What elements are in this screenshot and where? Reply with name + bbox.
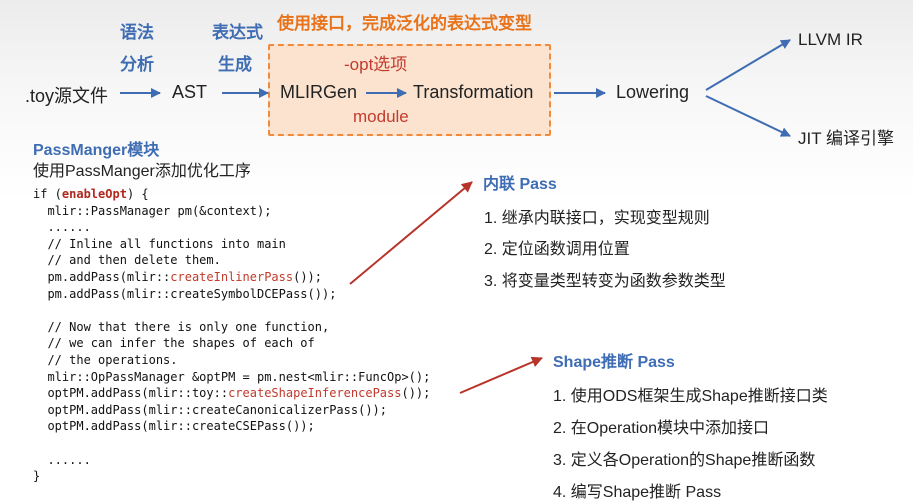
- code-line: pm.addPass(mlir::createInlinerPass());: [33, 269, 430, 286]
- code-text: // the operations.: [33, 352, 178, 367]
- code-text: mlir::OpPassManager &optPM = pm.nest<mli…: [33, 369, 431, 384]
- code-text: ......: [33, 452, 91, 467]
- code-text: // Inline all functions into main: [33, 236, 286, 251]
- code-text: // we can infer the shapes of each of: [33, 336, 315, 351]
- syntax-analysis-label-line1: 语法: [120, 23, 154, 42]
- llvm-ir-node: LLVM IR: [798, 30, 863, 49]
- shape-pass-item: 1. 使用ODS框架生成Shape推断接口类: [553, 388, 828, 405]
- code-text: ());: [401, 386, 431, 401]
- passmanager-subtitle: 使用PassManger添加优化工序: [33, 163, 251, 180]
- toy-source-file-node: .toy源文件: [25, 86, 109, 106]
- code-keyword: enableOpt: [61, 187, 127, 201]
- code-text: // and then delete them.: [33, 253, 221, 268]
- code-text: pm.addPass(mlir::: [33, 269, 171, 284]
- code-text: ());: [293, 269, 323, 284]
- code-block: if (enableOpt) { mlir::PassManager pm(&c…: [33, 186, 430, 485]
- shape-pass-title: Shape推断 Pass: [553, 354, 675, 371]
- jit-engine-node: JIT 编译引擎: [798, 129, 895, 148]
- code-text: pm.addPass(mlir::createSymbolDCEPass());: [33, 286, 337, 301]
- inline-pass-item: 1. 继承内联接口，实现变型规则: [484, 210, 710, 227]
- arrow-shape-inference-to-shape-pass: [459, 356, 543, 394]
- code-text: optPM.addPass(mlir::createCanonicalizerP…: [33, 402, 388, 417]
- code-line: if (enableOpt) {: [33, 186, 430, 203]
- ast-node: AST: [172, 82, 208, 102]
- code-highlight-function: createInlinerPass: [170, 269, 294, 284]
- inline-pass-item: 3. 将变量类型转变为函数参数类型: [484, 273, 726, 290]
- code-line: }: [33, 468, 430, 485]
- code-line: ......: [33, 219, 430, 236]
- expression-gen-label-line2: 生成: [218, 55, 252, 74]
- arrow-inliner-to-inline-pass: [349, 181, 473, 285]
- code-line: mlir::PassManager pm(&context);: [33, 203, 430, 220]
- shape-pass-item: 4. 编写Shape推断 Pass: [553, 484, 722, 501]
- inline-pass-title: 内联 Pass: [483, 176, 557, 193]
- arrow-lowering-to-llvm-ir: [705, 39, 791, 91]
- code-text: if (: [33, 187, 62, 201]
- opt-option-label: -opt选项: [344, 55, 408, 74]
- syntax-analysis-label-line2: 分析: [120, 55, 154, 74]
- code-line: // Now that there is only one function,: [33, 319, 430, 336]
- module-label: module: [353, 107, 409, 126]
- code-text: }: [33, 469, 41, 484]
- code-text: optPM.addPass(mlir::toy::: [33, 386, 229, 401]
- code-line: mlir::OpPassManager &optPM = pm.nest<mli…: [33, 369, 430, 386]
- opt-options-box: [268, 44, 551, 136]
- transform-title: 使用接口，完成泛化的表达式变型: [277, 14, 532, 33]
- code-text: mlir::PassManager pm(&context);: [33, 203, 272, 218]
- code-line: // Inline all functions into main: [33, 236, 430, 253]
- code-line: // and then delete them.: [33, 252, 430, 269]
- code-line: pm.addPass(mlir::createSymbolDCEPass());: [33, 286, 430, 303]
- transformation-node: Transformation: [413, 82, 534, 102]
- code-line: optPM.addPass(mlir::createCSEPass());: [33, 418, 430, 435]
- code-text: ......: [33, 220, 91, 235]
- shape-pass-item: 3. 定义各Operation的Shape推断函数: [553, 452, 816, 469]
- passmanager-title: PassManger模块: [33, 142, 160, 159]
- mlirgen-node: MLIRGen: [280, 82, 358, 102]
- lowering-node: Lowering: [616, 82, 690, 102]
- code-text: // Now that there is only one function,: [33, 319, 330, 334]
- expression-gen-label-line1: 表达式: [212, 23, 263, 42]
- code-highlight-function: createShapeInferencePass: [228, 386, 402, 401]
- inline-pass-item: 2. 定位函数调用位置: [484, 241, 630, 258]
- code-line: ......: [33, 452, 430, 469]
- code-line: optPM.addPass(mlir::createCanonicalizerP…: [33, 402, 430, 419]
- code-text: optPM.addPass(mlir::createCSEPass());: [33, 419, 315, 434]
- code-line: // we can infer the shapes of each of: [33, 335, 430, 352]
- arrow-lowering-to-jit: [705, 95, 791, 137]
- code-text: ) {: [126, 187, 149, 201]
- code-line: // the operations.: [33, 352, 430, 369]
- code-line: optPM.addPass(mlir::toy::createShapeInfe…: [33, 385, 430, 402]
- shape-pass-item: 2. 在Operation模块中添加接口: [553, 420, 770, 437]
